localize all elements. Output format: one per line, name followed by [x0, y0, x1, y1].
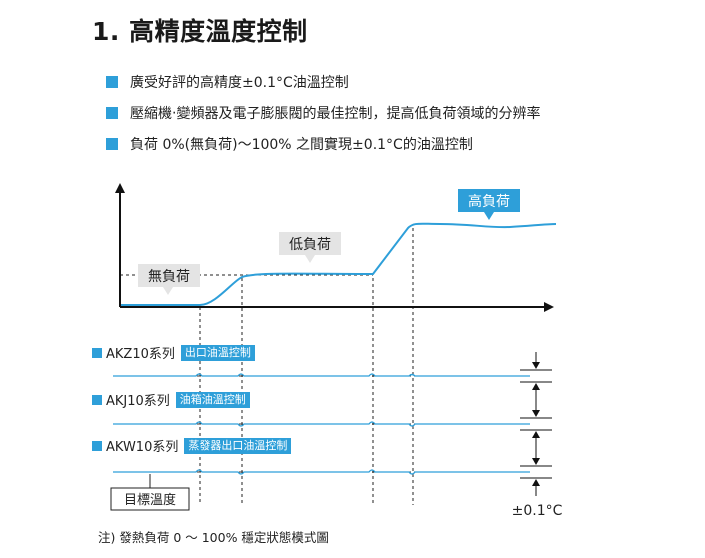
callout-pointer-icon	[163, 287, 173, 295]
up-arrow-icon	[532, 383, 540, 390]
footnote: 注) 發熱負荷 0 〜 100% 穩定狀態模式圖	[98, 530, 329, 545]
callout-pointer-icon	[484, 212, 494, 220]
actual-line-akj	[113, 421, 530, 427]
load-curve	[121, 222, 557, 306]
callout-box	[138, 264, 200, 287]
series-tag: 出口油溫控制	[180, 344, 255, 361]
feature-item: 廣受好評的高精度±0.1°C油溫控制	[106, 66, 540, 97]
up-arrow-icon	[532, 431, 540, 438]
no-load-label: 無負荷	[148, 269, 190, 285]
callout-pointer-icon	[305, 255, 315, 263]
y-axis-arrow-icon	[115, 183, 125, 193]
bullet-square-icon	[106, 75, 118, 88]
callout-low-load: 低負荷	[279, 232, 341, 263]
series-name: AKW10系列	[106, 440, 179, 455]
feature-list: 廣受好評的高精度±0.1°C油溫控制 壓縮機‧變頻器及電子膨脹閥的最佳控制，提高…	[106, 66, 540, 159]
up-arrow-icon	[532, 479, 540, 486]
down-arrow-icon	[532, 410, 540, 417]
series-tag: 蒸發器出口油溫控制	[184, 437, 292, 454]
callout-high-load: 高負荷	[458, 189, 520, 220]
callout-box	[279, 232, 341, 255]
down-arrow-icon	[532, 458, 540, 465]
axes	[115, 183, 554, 312]
tolerance-indicators	[520, 352, 552, 496]
actual-temperature-lines	[113, 373, 530, 475]
feature-text: 壓縮機‧變頻器及電子膨脹閥的最佳控制，提高低負荷領域的分辨率	[130, 105, 541, 122]
x-axis-arrow-icon	[544, 302, 554, 312]
page-title: 1. 高精度溫度控制	[92, 17, 308, 46]
series-name: AKZ10系列	[106, 347, 175, 362]
callout-box	[458, 189, 520, 212]
feature-item: 負荷 0%(無負荷)〜100% 之間實現±0.1°C的油溫控制	[106, 128, 540, 159]
series-name: AKJ10系列	[106, 394, 170, 409]
tolerance-label: ±0.1°C	[512, 503, 563, 519]
target-temperature-label: 目標溫度	[124, 492, 176, 508]
series-square-icon	[92, 394, 102, 405]
target-temperature-box	[110, 487, 190, 511]
feature-item: 壓縮機‧變頻器及電子膨脹閥的最佳控制，提高低負荷領域的分辨率	[106, 97, 540, 128]
bullet-square-icon	[106, 137, 118, 150]
series-akw: AKW10系列 蒸發器出口油溫控制	[92, 436, 292, 455]
series-akj: AKJ10系列 油箱油溫控制	[92, 390, 250, 409]
actual-line-akw	[113, 469, 530, 475]
callout-no-load: 無負荷	[138, 264, 200, 295]
bullet-square-icon	[106, 106, 118, 119]
down-arrow-icon	[532, 362, 540, 369]
low-load-label: 低負荷	[289, 237, 331, 253]
feature-text: 負荷 0%(無負荷)〜100% 之間實現±0.1°C的油溫控制	[130, 136, 473, 153]
feature-text: 廣受好評的高精度±0.1°C油溫控制	[130, 74, 349, 91]
high-load-label: 高負荷	[468, 193, 510, 210]
actual-line-akz	[113, 373, 530, 377]
series-square-icon	[92, 347, 102, 358]
series-square-icon	[92, 440, 102, 451]
series-akz: AKZ10系列 出口油溫控制	[92, 343, 255, 362]
series-tag: 油箱油溫控制	[175, 391, 250, 408]
